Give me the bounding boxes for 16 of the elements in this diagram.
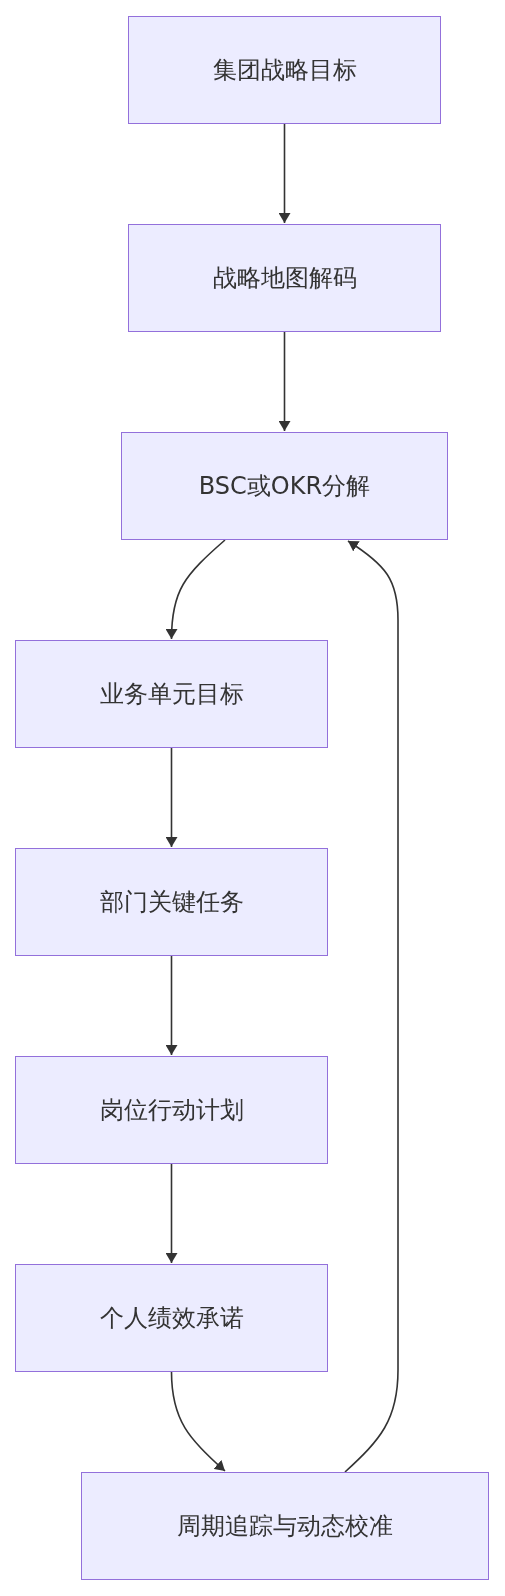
process-box: 业务单元目标: [15, 640, 328, 748]
process-box: 部门关键任务: [15, 848, 328, 956]
process-box: 个人绩效承诺: [15, 1264, 328, 1372]
arrow: [278, 123, 291, 224]
arrow: [165, 539, 226, 640]
arrow: [165, 747, 178, 848]
arrow: [165, 1163, 178, 1264]
arrow: [170, 1371, 226, 1472]
process-box: BSC或OKR分解: [121, 432, 448, 540]
process-box: 战略地图解码: [128, 224, 441, 332]
arrow: [344, 540, 399, 1473]
process-box: 周期追踪与动态校准: [81, 1472, 489, 1580]
process-box: 集团战略目标: [128, 16, 441, 124]
arrow: [278, 331, 291, 432]
arrow: [165, 955, 178, 1056]
process-box: 岗位行动计划: [15, 1056, 328, 1164]
